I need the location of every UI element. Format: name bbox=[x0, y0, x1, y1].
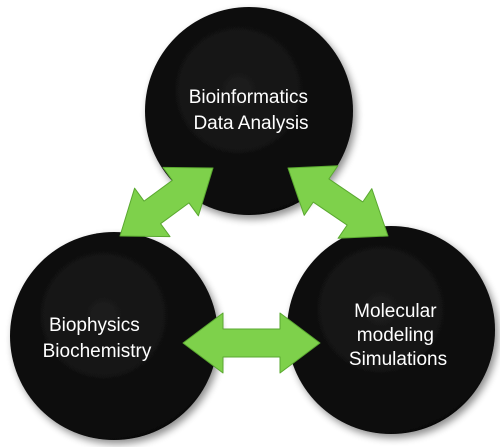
node-label-molecular: Molecular modeling Simulations bbox=[349, 301, 447, 370]
double-arrow-biophysics-molecular bbox=[182, 312, 321, 374]
node-circle bbox=[145, 7, 353, 215]
node-bioinformatics bbox=[145, 7, 353, 215]
label-line: modeling bbox=[357, 325, 434, 346]
label-line: Biochemistry bbox=[43, 341, 152, 362]
node-molecular bbox=[287, 226, 495, 434]
node-label-bioinformatics: Bioinformatics Data Analysis bbox=[189, 87, 314, 134]
connector-arrows bbox=[119, 165, 389, 374]
label-line: Molecular bbox=[354, 301, 437, 322]
label-line: Bioinformatics bbox=[189, 87, 308, 108]
double-arrow-bioinformatics-molecular bbox=[287, 165, 389, 239]
double-arrow-bioinformatics-biophysics bbox=[119, 166, 214, 238]
node-circle bbox=[10, 232, 218, 440]
label-line: Data Analysis bbox=[193, 113, 308, 134]
label-line: Simulations bbox=[349, 349, 447, 370]
node-biophysics bbox=[10, 232, 218, 440]
node-circle bbox=[287, 226, 495, 434]
node-label-biophysics: Biophysics Biochemistry bbox=[43, 315, 152, 362]
label-line: Biophysics bbox=[49, 315, 140, 336]
